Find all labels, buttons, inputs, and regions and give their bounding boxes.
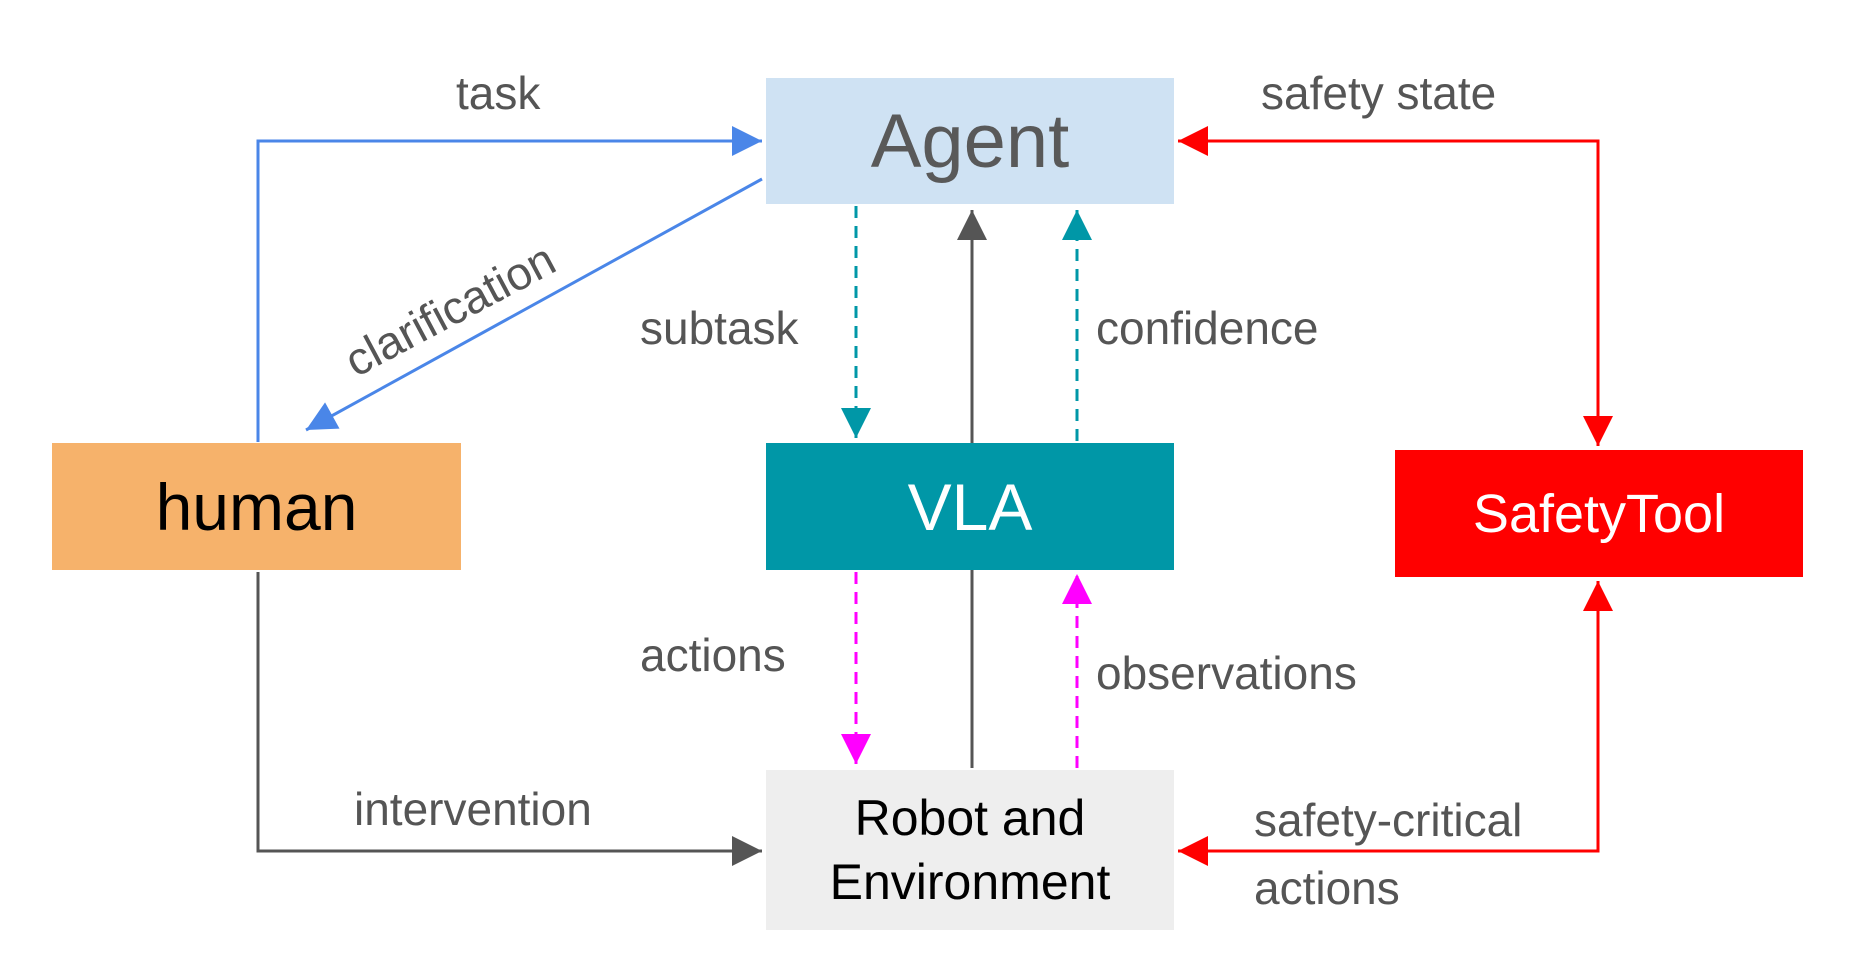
human-node: human: [52, 443, 461, 570]
edge-safety-critical: [1178, 581, 1613, 866]
edge-intervention: [256, 572, 762, 866]
human-label: human: [155, 469, 358, 544]
edge-safety-state: [1178, 126, 1613, 446]
robot-environment-node: Robot and Environment: [766, 770, 1174, 930]
safety-tool-label: SafetyTool: [1472, 483, 1726, 544]
edge-clarification: [305, 177, 763, 432]
task-label: task: [456, 67, 541, 119]
intervention-label: intervention: [354, 783, 592, 835]
safety-state-label: safety state: [1261, 67, 1497, 119]
robot-environment-label: Robot and Environment: [829, 790, 1111, 910]
agent-label: Agent: [870, 98, 1070, 184]
vla-label: VLA: [907, 469, 1033, 544]
subtask-label: subtask: [640, 302, 799, 354]
observations-label: observations: [1096, 647, 1357, 699]
vla-node: VLA: [766, 443, 1174, 570]
actions-label: actions: [640, 629, 786, 681]
safety-critical-label-line1: safety-critical: [1254, 794, 1523, 846]
edge-task: [256, 126, 762, 442]
safety-critical-label-line2: actions: [1254, 862, 1400, 914]
safety-tool-node: SafetyTool: [1395, 450, 1803, 577]
confidence-label: confidence: [1096, 302, 1319, 354]
agent-node: Agent: [766, 78, 1174, 204]
